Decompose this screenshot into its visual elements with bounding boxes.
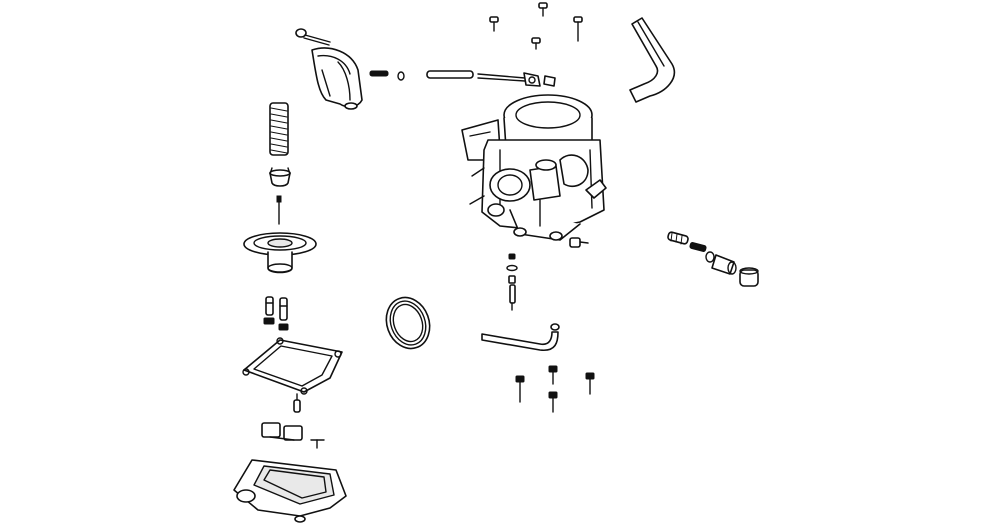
bottom-screw-1 — [515, 375, 525, 403]
small-spring — [369, 70, 389, 77]
float-bowl-gasket — [242, 337, 343, 395]
enrichener-plunger — [667, 231, 689, 245]
top-cover-screw — [295, 28, 331, 46]
float-bowl — [233, 459, 347, 523]
bottom-screw-3 — [585, 372, 595, 395]
small-o-ring — [397, 71, 405, 81]
pilot-jet — [263, 296, 275, 325]
vent-hose — [629, 17, 675, 103]
bottom-screw-4 — [548, 391, 558, 413]
jet-needle — [276, 195, 282, 225]
throttle-shaft — [477, 72, 556, 87]
screw-top-3 — [573, 16, 583, 42]
float — [261, 422, 325, 449]
screw-top-2 — [489, 16, 499, 32]
enrichener-washer — [705, 251, 715, 263]
drain-screw — [569, 237, 589, 248]
enrichener-cap — [739, 267, 759, 287]
drain-hose — [481, 323, 560, 352]
needle-retainer — [269, 167, 291, 187]
screw-top-1 — [538, 2, 548, 17]
pilot-screw-assembly — [506, 253, 518, 311]
enrichener-spring — [689, 241, 707, 253]
main-jet — [278, 297, 289, 331]
diaphragm-slide — [243, 232, 317, 274]
intake-ring — [385, 296, 431, 350]
enrichener-nut — [711, 254, 737, 275]
float-needle — [293, 393, 301, 413]
top-cover — [311, 47, 363, 110]
slide-spring — [269, 102, 289, 156]
throttle-rod — [426, 70, 474, 79]
bottom-screw-2 — [548, 365, 558, 385]
carburetor-body — [461, 94, 607, 241]
screw-top-4 — [531, 37, 541, 50]
